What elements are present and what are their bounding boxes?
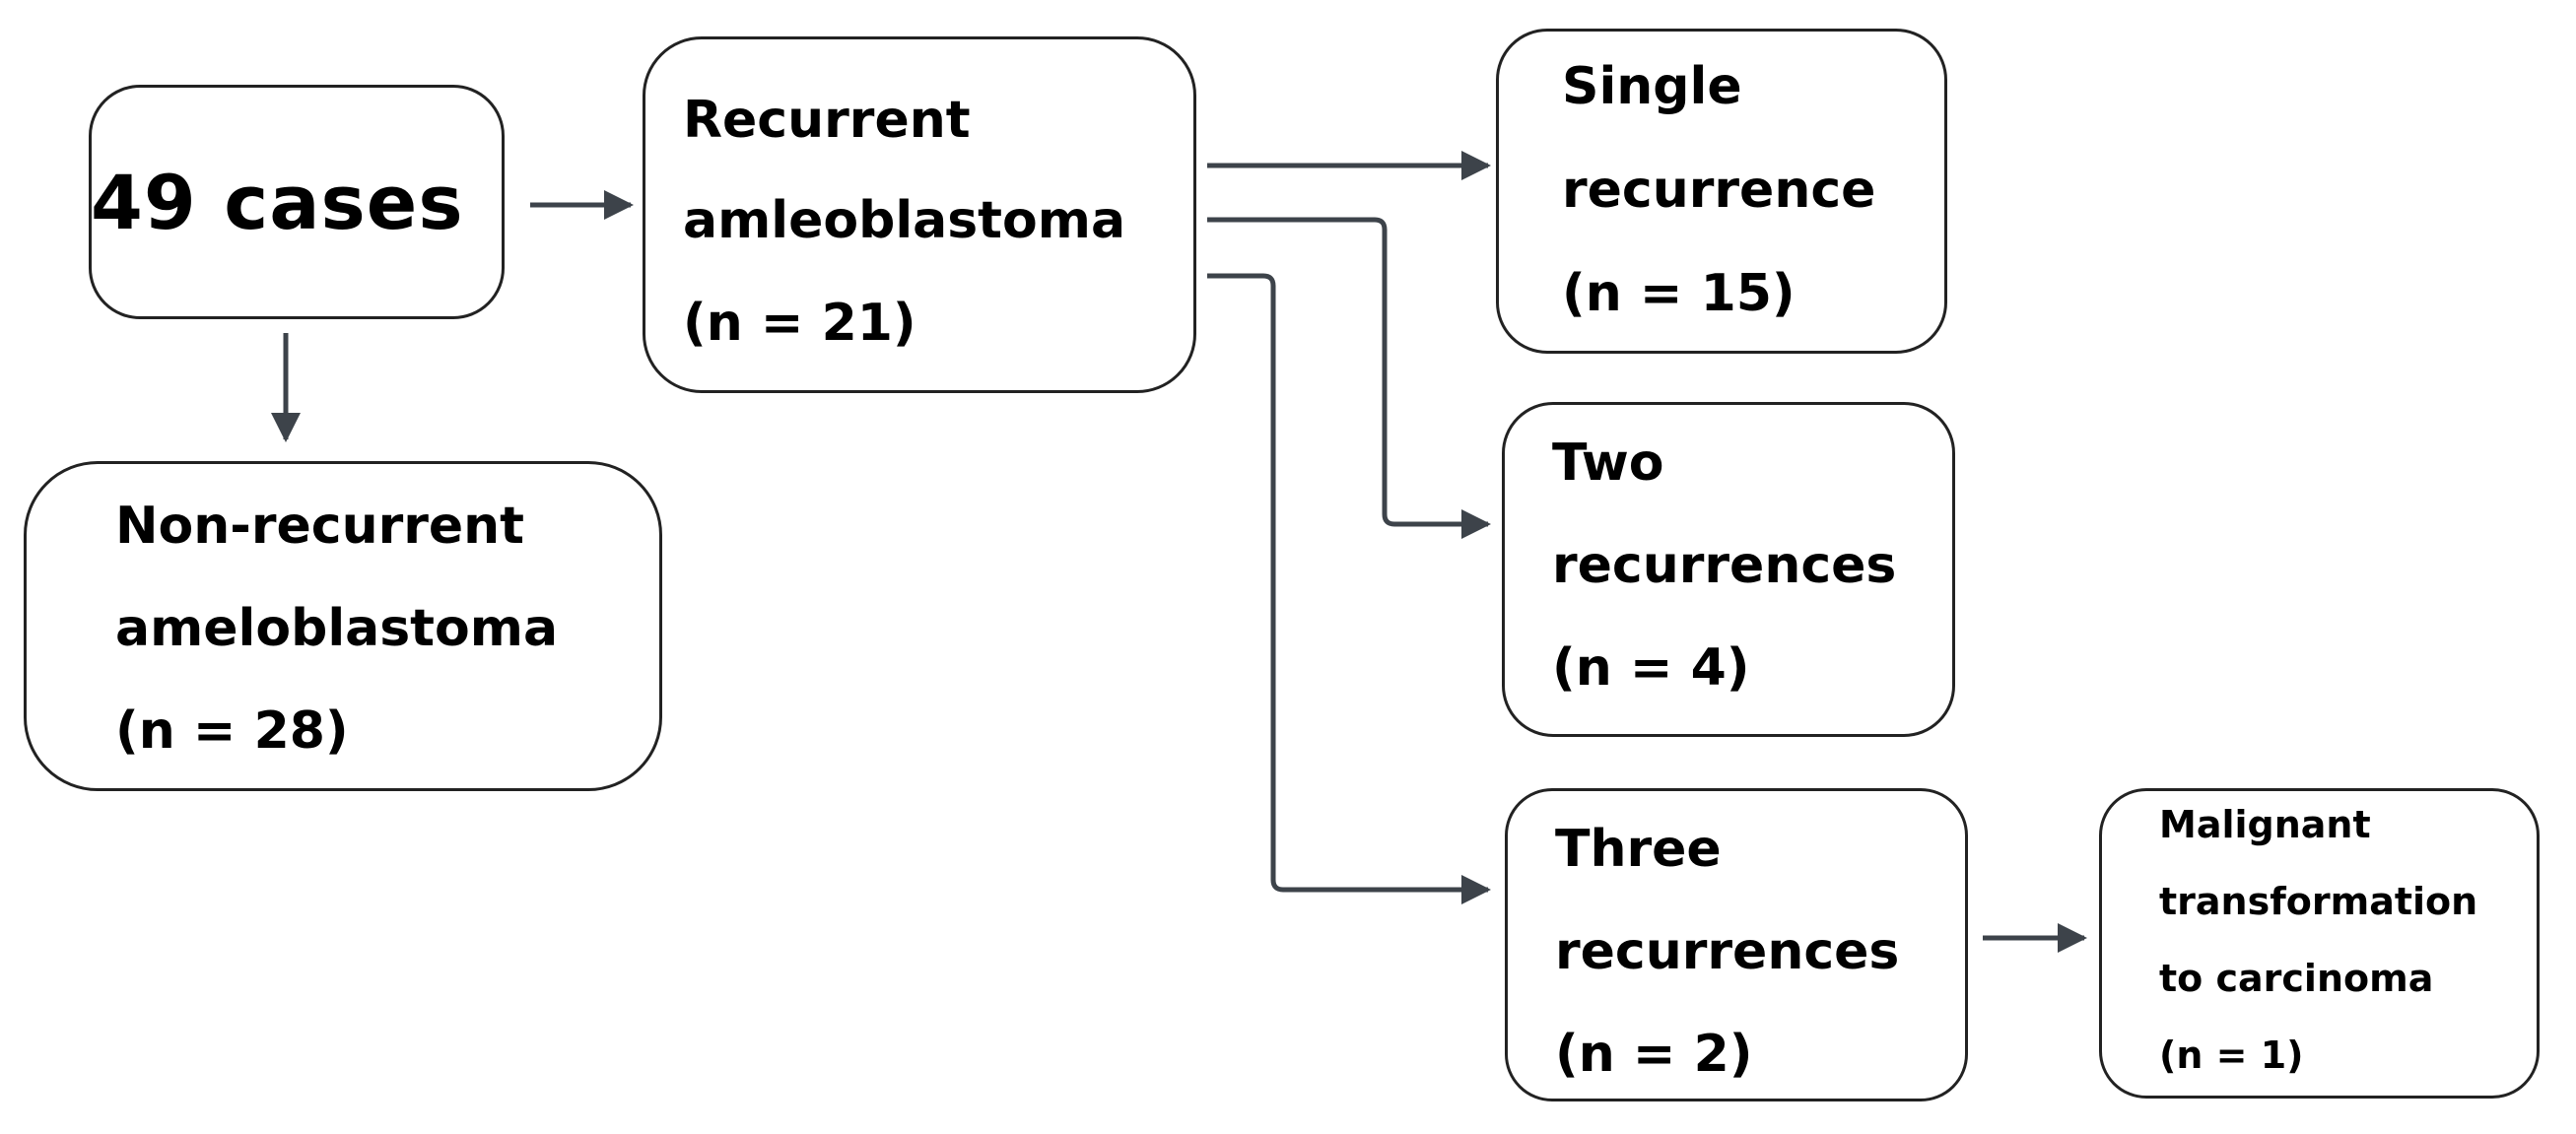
two-recurrences-box [1502, 402, 1955, 737]
three-line-2: recurrences [1555, 922, 1900, 981]
two-line-2: recurrences [1552, 536, 1897, 595]
recurrent-line-1: Recurrent [683, 91, 971, 150]
two-line-3: (n = 4) [1552, 638, 1750, 698]
malignant-box [2099, 788, 2540, 1099]
non-recurrent-line-3: (n = 28) [115, 701, 349, 761]
root-label: 49 cases [91, 159, 464, 246]
two-line-1: Two [1552, 434, 1664, 493]
non-recurrent-box [24, 461, 662, 791]
recurrent-line-2: amleoblastoma [683, 191, 1126, 250]
malignant-line-4: (n = 1) [2159, 1034, 2304, 1077]
three-line-3: (n = 2) [1555, 1025, 1753, 1084]
single-line-1: Single [1562, 57, 1742, 116]
non-recurrent-line-1: Non-recurrent [115, 497, 525, 556]
malignant-line-2: transformation [2159, 880, 2478, 923]
non-recurrent-line-2: ameloblastoma [115, 599, 559, 658]
three-line-1: Three [1555, 820, 1722, 879]
malignant-line-3: to carcinoma [2159, 957, 2434, 1000]
arrow-recurrent-to-three [1207, 273, 1491, 904]
single-line-2: recurrence [1562, 161, 1876, 220]
arrow-recurrent-to-two [1207, 217, 1491, 539]
recurrent-box [643, 36, 1196, 393]
recurrent-line-3: (n = 21) [683, 294, 916, 353]
single-recurrence-box [1496, 29, 1947, 354]
single-line-3: (n = 15) [1562, 264, 1796, 323]
root-box [89, 85, 505, 319]
three-recurrences-box [1505, 788, 1968, 1101]
malignant-line-1: Malignant [2159, 803, 2371, 846]
